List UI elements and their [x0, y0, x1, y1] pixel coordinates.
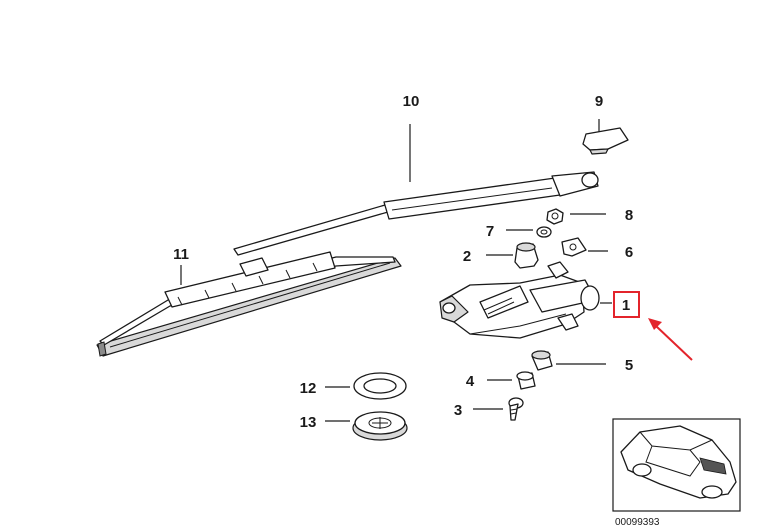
callout-10: 10 — [403, 93, 420, 110]
callout-13: 13 — [300, 414, 317, 431]
callout-9: 9 — [595, 93, 603, 110]
vehicle-thumbnail — [612, 418, 741, 512]
sealing-ring[interactable] — [353, 372, 407, 400]
callout-4: 4 — [466, 373, 475, 390]
callout-2: 2 — [463, 248, 471, 265]
callout-labels: 10 9 11 8 7 2 6 5 4 3 12 13 — [173, 93, 633, 431]
arm-cap[interactable] — [582, 127, 629, 155]
car-thumbnail-icon — [620, 425, 737, 499]
wiper-motor[interactable] — [439, 261, 600, 339]
catalog-number: 00099393 — [615, 517, 660, 528]
callout-3: 3 — [454, 402, 462, 419]
callout-12: 12 — [300, 380, 317, 397]
sleeve[interactable] — [531, 350, 553, 371]
bushing[interactable] — [516, 371, 536, 390]
washer[interactable] — [536, 226, 552, 238]
grommet-cap[interactable] — [514, 242, 539, 269]
wiper-blade[interactable] — [96, 251, 402, 357]
hex-nut[interactable] — [546, 208, 564, 225]
callout-6: 6 — [625, 244, 633, 261]
highlight-box — [613, 291, 640, 318]
highlighted-callout[interactable]: 1 — [613, 291, 693, 361]
callout-8: 8 — [625, 207, 633, 224]
callout-7: 7 — [486, 223, 494, 240]
screw[interactable] — [508, 397, 524, 421]
rubber-mount[interactable] — [561, 237, 587, 257]
callout-5: 5 — [625, 357, 633, 374]
leader-lines — [180, 119, 612, 422]
wiper-arm[interactable] — [233, 171, 599, 256]
highlight-arrow-icon — [648, 318, 693, 361]
cover-cap[interactable] — [352, 411, 408, 441]
callout-1: 1 — [622, 297, 630, 314]
callout-11: 11 — [173, 246, 189, 263]
